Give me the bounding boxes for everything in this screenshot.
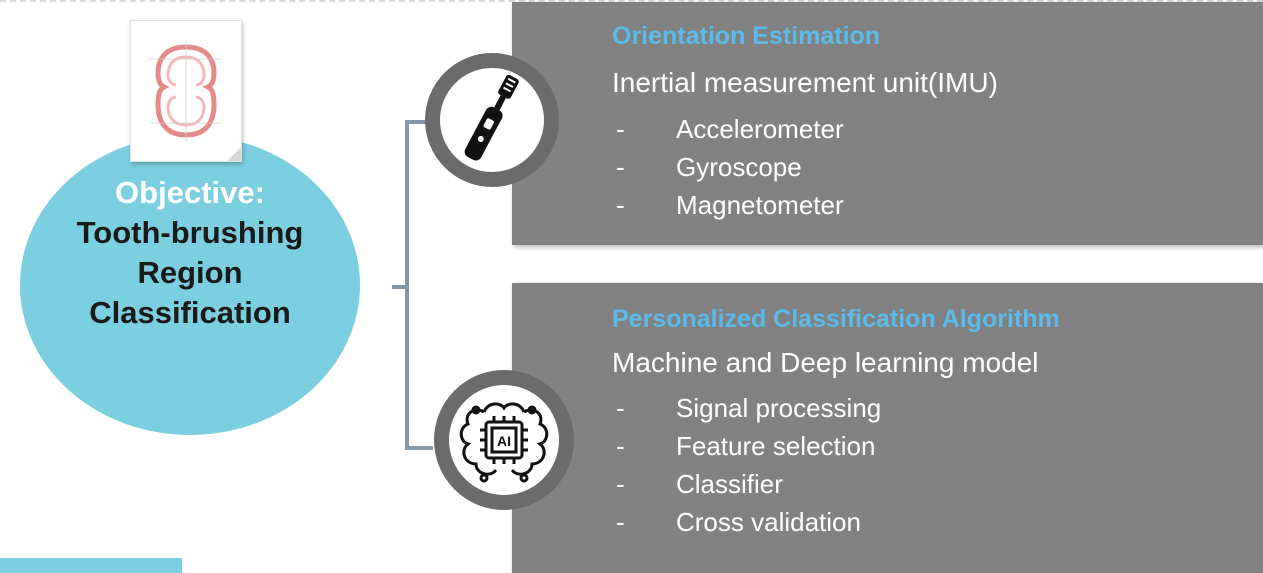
bracket-bottom-arm xyxy=(405,446,433,450)
list-item: -Cross validation xyxy=(616,507,861,537)
objective-text: Objective: Tooth-brushing Region Classif… xyxy=(20,173,360,333)
teeth-chart-icon xyxy=(150,41,222,141)
toothbrush-ring xyxy=(425,53,559,187)
orientation-estimation-panel: Orientation Estimation Inertial measurem… xyxy=(512,2,1263,245)
panel-title: Orientation Estimation xyxy=(612,22,881,50)
objective-line-3: Classification xyxy=(89,295,291,330)
panel-subtitle: Machine and Deep learning model xyxy=(612,347,1039,378)
top-dashed-border xyxy=(0,0,1263,2)
ai-chip-ring: AI xyxy=(434,370,574,510)
list-item: -Signal processing xyxy=(616,393,882,423)
bracket-top-arm xyxy=(405,120,433,124)
teeth-card xyxy=(130,20,242,162)
objective-label: Objective: xyxy=(115,175,265,210)
list-item: -Classifier xyxy=(616,469,783,499)
panel-title: Personalized Classification Algorithm xyxy=(612,305,1060,333)
electric-toothbrush-icon xyxy=(464,74,519,161)
list-item: -Feature selection xyxy=(616,431,876,461)
panel-subtitle: Inertial measurement unit(IMU) xyxy=(612,67,998,98)
classification-algorithm-panel: Personalized Classification Algorithm Ma… xyxy=(512,283,1263,573)
method-list: -Signal processing -Feature selection -C… xyxy=(612,389,881,541)
sensor-list: -Accelerometer -Gyroscope -Magnetometer xyxy=(612,110,844,224)
objective-circle xyxy=(20,135,360,435)
objective-line-1: Tooth-brushing xyxy=(76,215,304,250)
list-item: -Gyroscope xyxy=(616,152,802,182)
ai-chip-label: AI xyxy=(497,433,511,449)
ai-chip-brain-icon: AI xyxy=(459,402,549,483)
objective-line-2: Region xyxy=(137,255,243,290)
bracket-middle-arm xyxy=(392,285,408,289)
list-item: -Magnetometer xyxy=(616,190,844,220)
bottom-left-accent-box xyxy=(0,558,182,573)
list-item: -Accelerometer xyxy=(616,114,844,144)
